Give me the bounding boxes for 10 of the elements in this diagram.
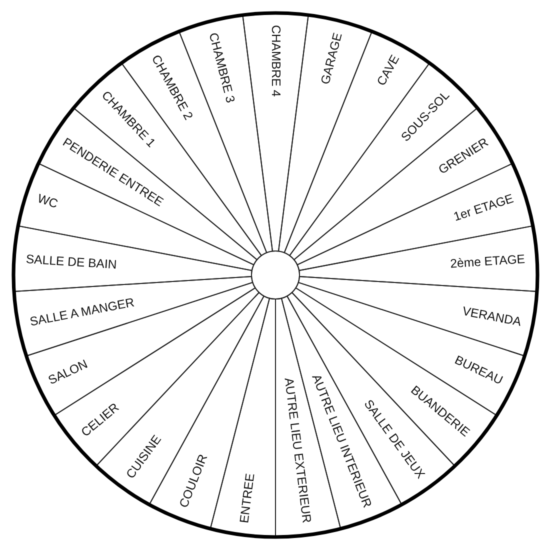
sector-label: ENTREE <box>237 472 258 524</box>
sector-label: 2ème ETAGE <box>450 252 526 271</box>
sector-label: AUTRE LIEU EXTERIEUR <box>282 377 314 524</box>
sector-label: GARAGE <box>318 31 344 86</box>
sector-label: VERANDA <box>461 304 522 329</box>
sector-label: WC <box>36 191 60 211</box>
sector-label: SALLE A MANGER <box>28 295 136 329</box>
sector-label: CHAMBRE 4 <box>268 25 282 97</box>
sector-label: SALLE DE BAIN <box>26 252 118 272</box>
sector-label: 1er ETAGE <box>452 191 516 224</box>
